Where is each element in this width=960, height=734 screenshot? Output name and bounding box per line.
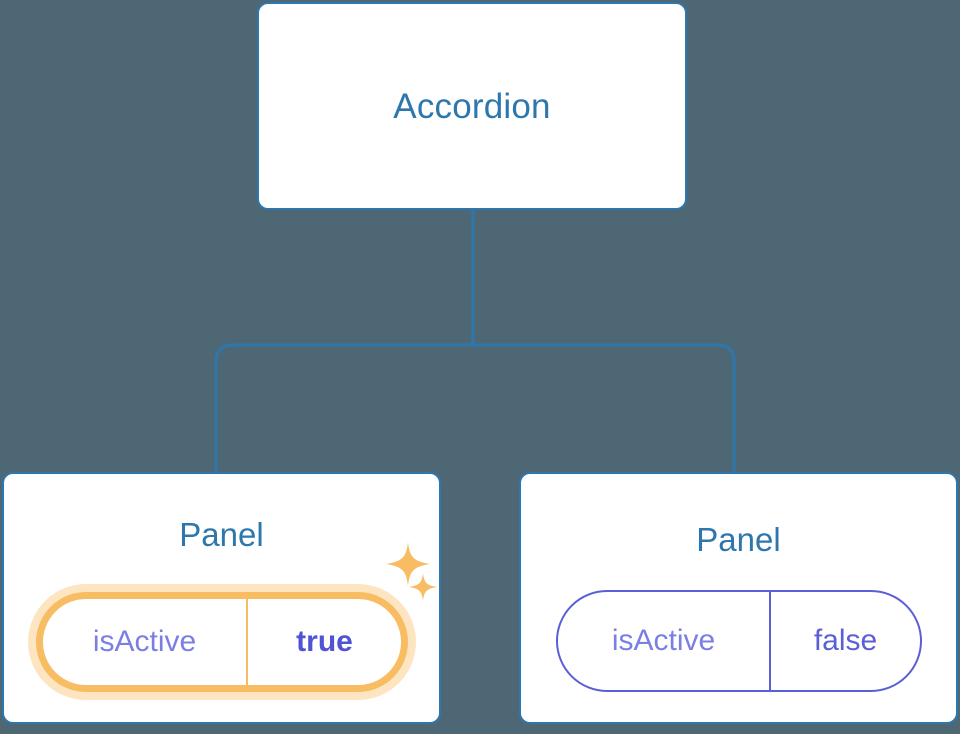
prop-value-cell: true	[248, 599, 401, 685]
prop-value-cell: false	[771, 592, 920, 690]
node-accordion[interactable]: Accordion	[257, 2, 687, 210]
prop-key-label: isActive	[92, 625, 197, 658]
connector-branch-right	[473, 343, 736, 472]
node-panel-right-title: Panel	[696, 521, 781, 558]
prop-pill-isactive-true[interactable]: isActive true	[36, 592, 408, 692]
node-accordion-title: Accordion	[393, 86, 551, 126]
prop-value-label: true	[296, 625, 353, 658]
node-panel-left-title: Panel	[179, 516, 264, 553]
prop-key-cell: isActive	[43, 599, 248, 685]
prop-value-label: false	[813, 624, 878, 657]
prop-key-cell: isActive	[558, 592, 771, 690]
prop-key-label: isActive	[611, 624, 716, 657]
connector-branch-left	[214, 343, 473, 472]
prop-pill-isactive-false[interactable]: isActive false	[556, 590, 922, 692]
